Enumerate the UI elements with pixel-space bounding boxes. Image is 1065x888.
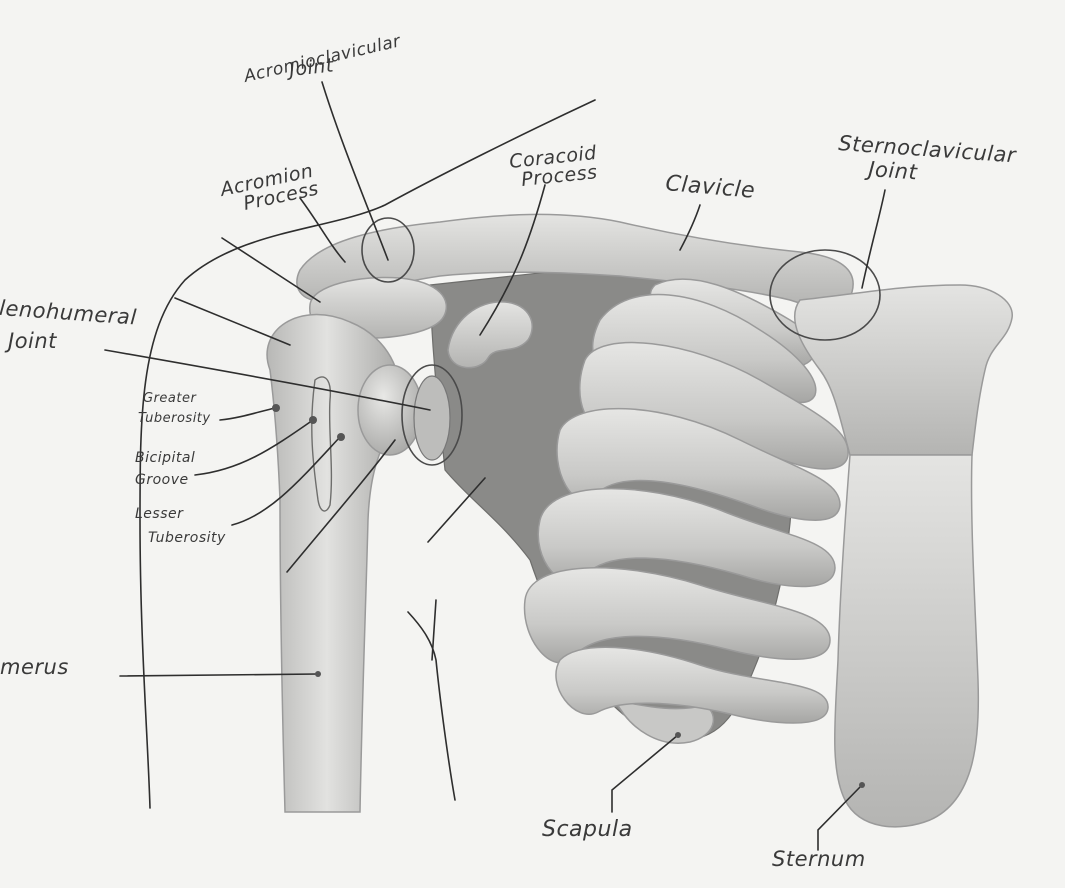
label-greater-tuberosity-line1: Greater	[143, 391, 197, 406]
sternoclavicular-joint-circle	[769, 249, 881, 341]
glenohumeral-joint-circle	[401, 364, 463, 466]
label-sternoclavicular-line2: Joint	[864, 157, 919, 185]
humerus-dot	[315, 671, 321, 677]
label-bicipital-groove-line2: Groove	[135, 472, 189, 488]
leader-shoulder-top	[221, 237, 321, 303]
lesser-tuberosity-dot	[337, 433, 345, 441]
leader-humerus-shaft	[286, 439, 396, 573]
sternum-body	[834, 454, 980, 828]
scapula-dot	[675, 732, 681, 738]
label-clavicle: Clavicle	[664, 171, 756, 204]
leader-humerus	[119, 673, 319, 677]
label-glenohumeral-line2: Joint	[4, 329, 57, 353]
label-humerus: merus	[0, 655, 69, 679]
leader-sternoclavicular	[861, 189, 886, 289]
greater-tuberosity-dot	[272, 404, 280, 412]
label-sternoclavicular-line1: Sternoclavicular	[838, 131, 1018, 167]
label-scapula: Scapula	[542, 817, 633, 842]
leader-lesser-tuberosity	[231, 436, 341, 526]
label-greater-tuberosity-line2: Tuberosity	[138, 411, 211, 426]
coracoid-process	[447, 301, 533, 369]
label-lesser-tuberosity-line1: Lesser	[135, 506, 184, 522]
leader-bicipital-groove	[194, 419, 314, 476]
rib-cage	[523, 278, 849, 724]
label-glenohumeral-line1: Glenohumeral	[0, 295, 138, 330]
bicipital-groove-dot	[309, 416, 317, 424]
leader-clavicle	[679, 204, 701, 251]
leader-shoulder-side	[174, 297, 291, 346]
bicipital-groove	[311, 376, 333, 512]
label-sternum: Sternum	[772, 847, 866, 871]
label-bicipital-groove-line1: Bicipital	[135, 450, 195, 466]
leader-scapula-body	[427, 477, 486, 543]
leader-glenohumeral	[104, 349, 431, 411]
acromioclavicular-joint-circle	[361, 217, 415, 283]
sternum-manubrium	[794, 284, 1013, 456]
glenoid-fossa	[413, 375, 451, 461]
leader-coracoid	[479, 184, 546, 336]
leader-greater-tuberosity	[219, 407, 276, 421]
leader-acromion	[299, 197, 346, 263]
leader-scapula	[611, 734, 679, 813]
armpit-outline-branch	[431, 599, 437, 661]
scapula-inferior-angle	[613, 698, 715, 744]
sternum-dot	[859, 782, 865, 788]
leader-acromioclavicular	[321, 81, 389, 261]
label-acromioclavicular-line2: Joint	[284, 54, 336, 81]
armpit-outline	[407, 611, 456, 801]
body-outline	[139, 99, 596, 809]
rib-7	[555, 646, 829, 724]
label-lesser-tuberosity-line2: Tuberosity	[148, 530, 226, 546]
leader-sternum	[817, 784, 863, 851]
